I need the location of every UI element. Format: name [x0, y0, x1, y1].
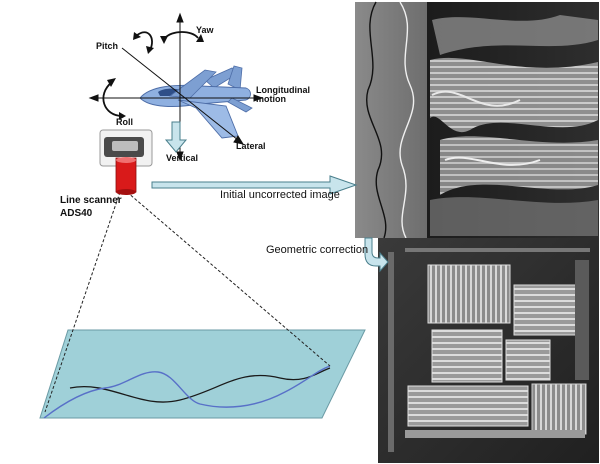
distorted-image: [427, 2, 599, 238]
corrected-image: [378, 238, 599, 463]
scanner-label-line2: ADS40: [60, 208, 93, 219]
geometric-correction-label: Geometric correction: [266, 244, 369, 256]
flight-path-blue: [43, 365, 331, 419]
airplane-icon: [139, 65, 253, 139]
pitch-label: Pitch: [96, 41, 119, 51]
rotation-arrowheads: [107, 32, 204, 120]
vertical-motion-arrow: [164, 121, 188, 153]
longitudinal-label: Longitudinal motion: [256, 85, 310, 105]
lateral-label: Lateral: [236, 141, 266, 151]
vertical-label: Vertical: [166, 153, 199, 163]
flight-path-black: [69, 367, 331, 403]
roll-label: Roll: [116, 117, 133, 127]
scan-cone: [44, 191, 331, 413]
ground-plane: [39, 329, 366, 419]
yaw-label: Yaw: [196, 25, 214, 35]
uncorrected-strip: [355, 1, 427, 239]
initial-image-label: Initial uncorrected image: [220, 189, 340, 201]
motion-axes: [88, 12, 264, 162]
scanner-label-line1: Line scanner: [60, 195, 122, 206]
line-scanner-icon: [99, 129, 153, 195]
geometric-correction-arrow: [364, 237, 389, 273]
arrow-to-image: [151, 175, 358, 195]
